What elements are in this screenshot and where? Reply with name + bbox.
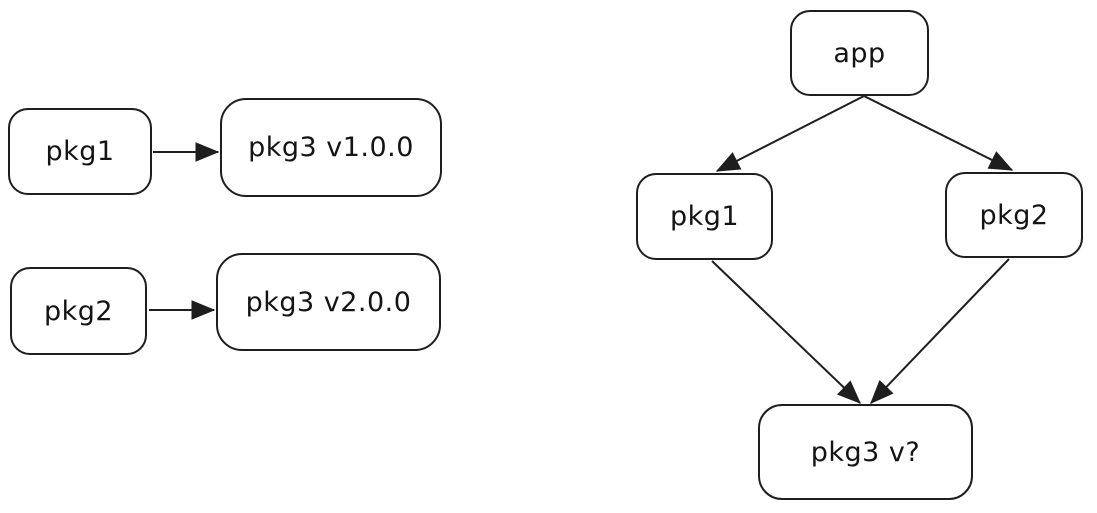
node-left-pkg2: pkg2 [10,267,147,355]
node-left-pkg3-v1-label: pkg3 v1.0.0 [248,132,414,163]
node-left-pkg3-v1: pkg3 v1.0.0 [220,98,442,197]
node-right-app-label: app [833,37,886,69]
node-right-pkg2-label: pkg2 [979,199,1049,231]
node-right-pkg1: pkg1 [636,173,773,260]
node-left-pkg1: pkg1 [8,108,152,195]
node-right-pkg3-unknown: pkg3 v? [758,404,973,500]
node-left-pkg3-v2: pkg3 v2.0.0 [216,253,441,351]
edge-app-to-pkg1 [715,95,865,172]
node-right-pkg1-label: pkg1 [669,201,740,232]
node-right-app: app [790,10,929,96]
node-left-pkg2-label: pkg2 [43,295,114,327]
node-right-pkg2: pkg2 [945,172,1083,258]
node-right-pkg3-unknown-label: pkg3 v? [810,436,921,468]
edge-pkg2-to-pkg3unknown [870,258,1010,404]
edge-app-to-pkg2 [863,95,1014,171]
node-left-pkg3-v2-label: pkg3 v2.0.0 [245,286,412,318]
node-left-pkg1-label: pkg1 [45,136,115,167]
edge-pkg1-to-pkg3unknown [711,260,861,404]
